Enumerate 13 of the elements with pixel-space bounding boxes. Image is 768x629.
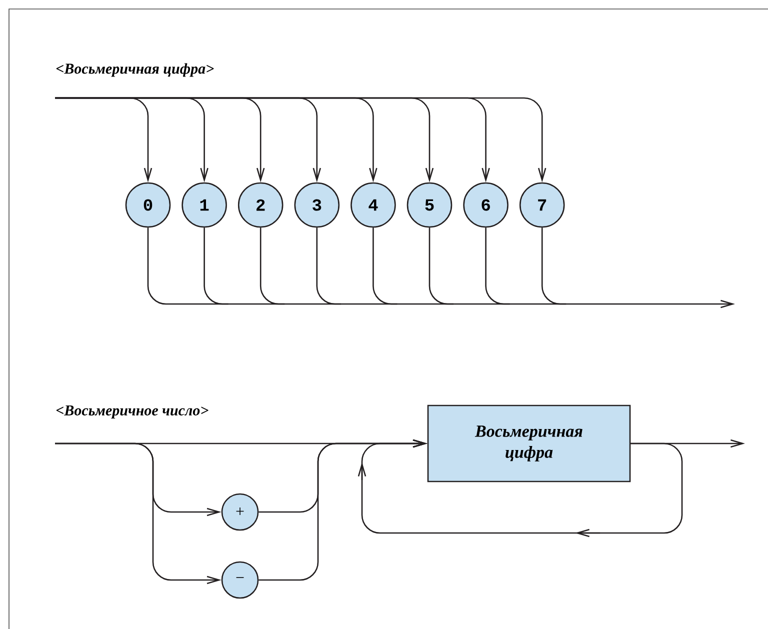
railroad-line (316, 228, 341, 305)
railroad-line (147, 228, 735, 308)
railroad-line (372, 228, 398, 305)
railroad-line (204, 228, 228, 305)
railroad-line (541, 228, 566, 305)
nonterminal-box: Восьмеричная цифра (427, 404, 631, 482)
railroad-line (361, 439, 683, 534)
railroad-line (630, 439, 746, 448)
railroad-line (428, 228, 454, 305)
railroad-line (260, 228, 285, 305)
rule-name: <Восьмеричная цифра> (56, 63, 214, 77)
rule-name: <Восьмеричное число> (56, 406, 208, 419)
railroad-line (485, 228, 510, 305)
